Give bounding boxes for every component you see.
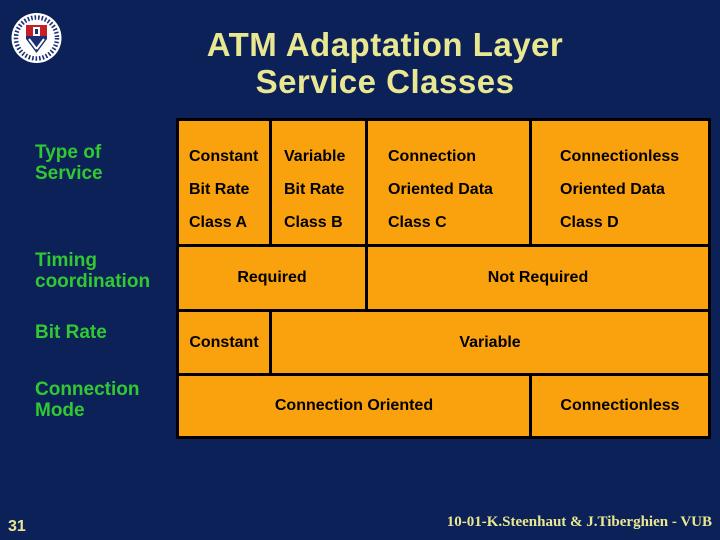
cell-connection-oriented: Connection Oriented (176, 373, 532, 439)
cell-line: Class C (388, 213, 447, 231)
side-label-line: Bit Rate (35, 322, 107, 343)
cell-class-b: Variable Bit Rate Class B (269, 118, 368, 247)
bit-rate-row: Constant Variable (176, 309, 711, 376)
timing-coordination-row: Required Not Required (176, 244, 711, 312)
cell-line: Bit Rate (284, 180, 345, 198)
type-of-service-row: Constant Bit Rate Class A Variable Bit R… (176, 118, 711, 247)
side-label-bit-rate: Bit Rate (35, 322, 107, 343)
title-line-1: ATM Adaptation Layer (206, 26, 564, 63)
cell-line: Class D (560, 213, 619, 231)
side-label-connection-mode: Connection Mode (35, 379, 140, 421)
cell-lines: Connectionless Oriented Data Class D (534, 127, 707, 239)
service-classes-table: Constant Bit Rate Class A Variable Bit R… (176, 118, 711, 439)
cell-lines: Variable Bit Rate Class B (274, 127, 364, 239)
side-label-type-of-service: Type of Service (35, 142, 103, 184)
side-label-line: Type of (35, 142, 102, 163)
side-label-line: Service (35, 163, 103, 184)
connection-mode-row: Connection Oriented Connectionless (176, 373, 711, 439)
side-label-line: Connection (35, 379, 140, 400)
university-crest-logo (11, 13, 62, 63)
cell-bitrate-variable: Variable (269, 309, 711, 376)
cell-class-d: Connectionless Oriented Data Class D (529, 118, 711, 247)
cell-timing-not-required: Not Required (365, 244, 711, 312)
cell-line: Constant (189, 147, 259, 165)
cell-line: Connection (388, 147, 476, 165)
side-label-line: coordination (35, 271, 151, 292)
cell-class-a: Constant Bit Rate Class A (176, 118, 272, 247)
side-label-line: Timing (35, 250, 97, 271)
cell-line: Class A (189, 213, 248, 231)
title-line-2: Service Classes (255, 63, 515, 100)
cell-line: Oriented Data (560, 180, 665, 198)
cell-bitrate-constant: Constant (176, 309, 272, 376)
cell-lines: Constant Bit Rate Class A (181, 127, 268, 239)
cell-line: Bit Rate (189, 180, 250, 198)
side-label-line: Mode (35, 400, 85, 421)
cell-class-c: Connection Oriented Data Class C (365, 118, 532, 247)
cell-timing-required: Required (176, 244, 368, 312)
cell-connectionless: Connectionless (529, 373, 711, 439)
cell-line: Class B (284, 213, 343, 231)
slide-number: 31 (8, 518, 26, 535)
side-label-timing-coordination: Timing coordination (35, 250, 150, 292)
footer-credit: 10-01-K.Steenhaut & J.Tiberghien - VUB (446, 514, 712, 530)
cell-lines: Connection Oriented Data Class C (370, 127, 528, 239)
cell-line: Oriented Data (388, 180, 493, 198)
cell-line: Variable (284, 147, 346, 165)
slide-title: ATM Adaptation Layer Service Classes (60, 26, 710, 100)
cell-line: Connectionless (560, 147, 680, 165)
